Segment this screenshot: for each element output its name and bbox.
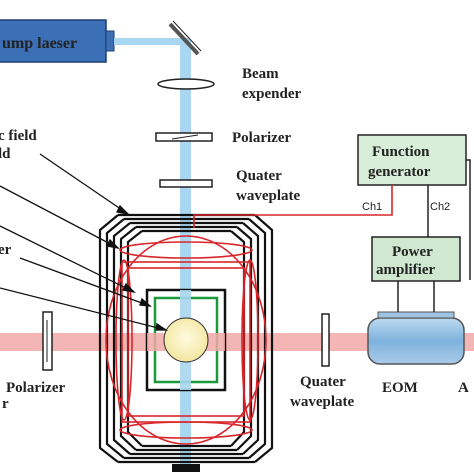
polarizer-bottom-label: Polarizer <box>6 380 65 396</box>
cut-left-label-r: r <box>2 396 9 412</box>
function-generator-box <box>357 134 467 186</box>
beam-expender-label-1: Beam <box>242 66 279 82</box>
ch1-cable <box>193 185 393 228</box>
quater-waveplate-bottom-label-2: waveplate <box>290 394 354 410</box>
eom-electrode-top <box>377 311 455 319</box>
quater-waveplate-top <box>159 179 213 188</box>
left-pointer-arrows <box>0 153 169 331</box>
cut-right-label-a: A <box>458 380 469 396</box>
cut-left-er-label: er <box>0 242 12 258</box>
power-amplifier-label-1: Power <box>392 244 433 260</box>
pump-beam-vertical <box>180 40 191 466</box>
cut-left-field-label-1: c field <box>0 128 37 144</box>
vapor-cell <box>163 317 209 363</box>
cut-left-field-label-2: ld <box>0 146 11 162</box>
eom-label: EOM <box>382 380 418 396</box>
polarizer-top-label: Polarizer <box>232 130 291 146</box>
beam-expender-label-2: expender <box>242 86 302 102</box>
ch1-label: Ch1 <box>362 201 382 213</box>
photodetector <box>172 464 200 472</box>
polarizer-top-mark <box>171 134 199 140</box>
beam-expender-lens <box>157 78 215 90</box>
ch2-side-cable <box>466 159 471 280</box>
quater-waveplate-bottom-label-1: Quater <box>300 374 346 390</box>
pump-laser-nozzle <box>105 30 115 52</box>
quater-waveplate-top-label-1: Quater <box>236 168 282 184</box>
pump-laser-label: ump laeser <box>2 35 77 52</box>
probe-beam <box>0 333 474 351</box>
power-amplifier-label-2: amplifier <box>376 262 435 278</box>
function-generator-label-1: Function <box>372 144 430 160</box>
eom-body <box>367 317 465 365</box>
steering-mirror-back <box>172 20 202 52</box>
steering-mirror <box>168 22 200 56</box>
pump-beam-horizontal <box>114 38 190 45</box>
quater-waveplate-bottom <box>321 313 330 367</box>
magnetic-shield <box>98 213 274 464</box>
quater-waveplate-top-label-2: waveplate <box>236 188 300 204</box>
field-coils <box>105 235 267 445</box>
ch2-label: Ch2 <box>430 201 450 213</box>
function-generator-label-2: generator <box>368 164 431 180</box>
power-amplifier-box <box>371 236 461 282</box>
